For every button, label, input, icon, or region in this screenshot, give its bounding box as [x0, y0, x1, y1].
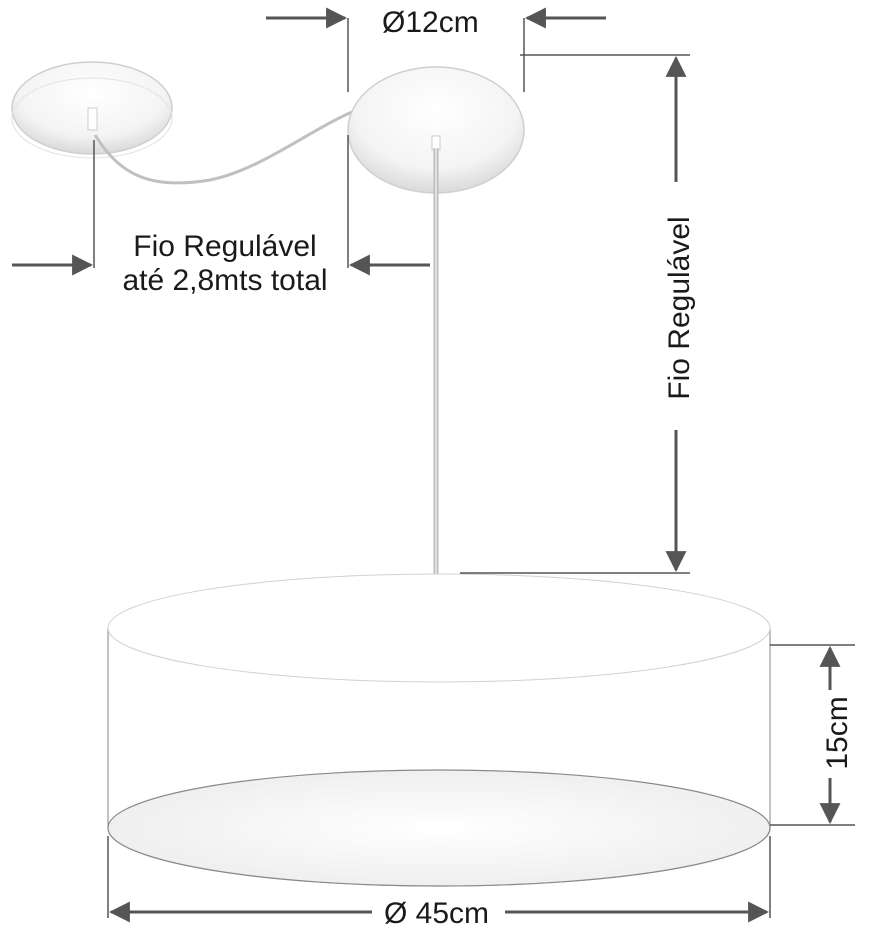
ceiling-plate-diameter-label: Ø12cm — [382, 6, 479, 39]
drum-shade — [107, 573, 771, 887]
cord-vertical-label: Fio Regulável — [663, 216, 696, 400]
shade-diameter-label: Ø 45cm — [384, 897, 490, 930]
cord-total-line2: até 2,8mts total — [122, 264, 328, 297]
shade-inner-opening — [107, 769, 771, 887]
dimension-cord-total — [12, 135, 430, 276]
secondary-ceiling-plate — [11, 61, 173, 159]
dimension-cord-vertical — [460, 54, 690, 574]
cord-total-line1: Fio Regulável — [133, 230, 317, 263]
connecting-cord — [93, 110, 353, 185]
dimension-shade-height — [770, 644, 855, 826]
dimension-shade-diameter — [107, 836, 771, 923]
cord-total-length-label: Fio Regulável até 2,8mts total — [100, 230, 350, 298]
shade-height-label: 15cm — [821, 696, 854, 770]
